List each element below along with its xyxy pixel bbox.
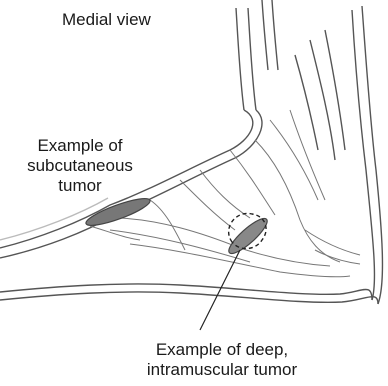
- leg-outline: [236, 0, 382, 304]
- subcutaneous-callout-line-3: tumor: [0, 176, 160, 196]
- subcutaneous-callout: Example of subcutaneous tumor: [0, 136, 160, 196]
- deep-callout-line-1: Example of deep,: [72, 340, 372, 360]
- deep-callout-line-2: intramuscular tumor: [72, 360, 372, 380]
- leader-lines: [200, 250, 240, 330]
- intramuscular-tumor: [225, 213, 272, 257]
- subcutaneous-callout-line-2: subcutaneous: [0, 156, 160, 176]
- subcutaneous-tumor: [84, 194, 153, 230]
- figure-title: Medial view: [62, 10, 151, 30]
- foot-sole: [0, 284, 378, 304]
- subcutaneous-callout-line-1: Example of: [0, 136, 160, 156]
- deep-tumor-leader: [200, 250, 240, 330]
- deep-tumor-callout: Example of deep, intramuscular tumor: [72, 340, 372, 380]
